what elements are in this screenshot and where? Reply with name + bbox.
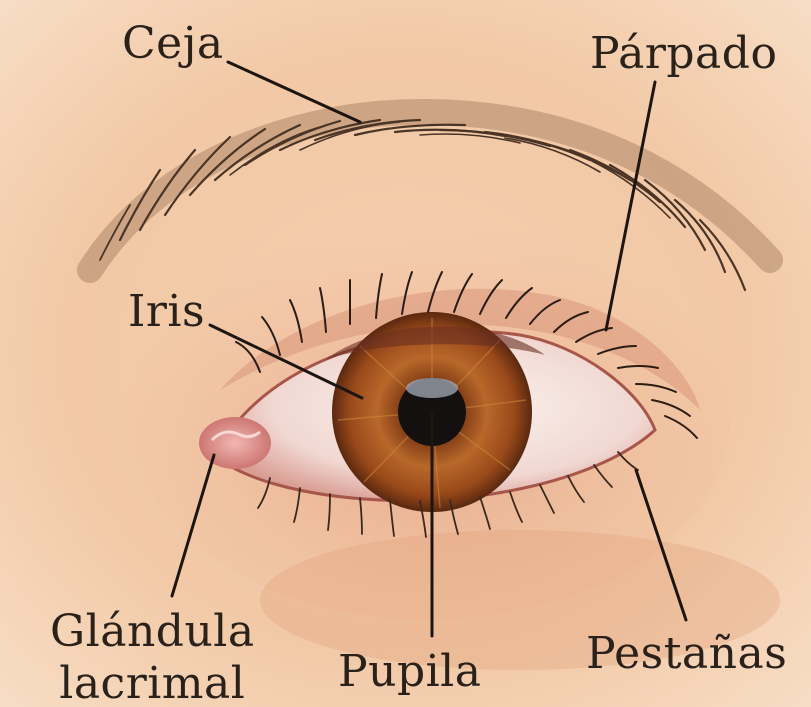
iris-label: Iris (128, 290, 205, 334)
pupil-highlight (406, 378, 458, 398)
lacrimal-caruncle (199, 417, 271, 469)
pupil-label: Pupila (338, 650, 482, 694)
eyelashes-label: Pestañas (586, 632, 787, 676)
eyebrow-label: Ceja (122, 22, 224, 66)
lacrimal-gland-label-line-2: lacrimal (50, 658, 255, 707)
eyelid-label: Párpado (590, 32, 777, 76)
lacrimal-gland-label: Glándula lacrimal (50, 606, 255, 707)
lacrimal-gland-label-line-1: Glándula (50, 606, 255, 658)
